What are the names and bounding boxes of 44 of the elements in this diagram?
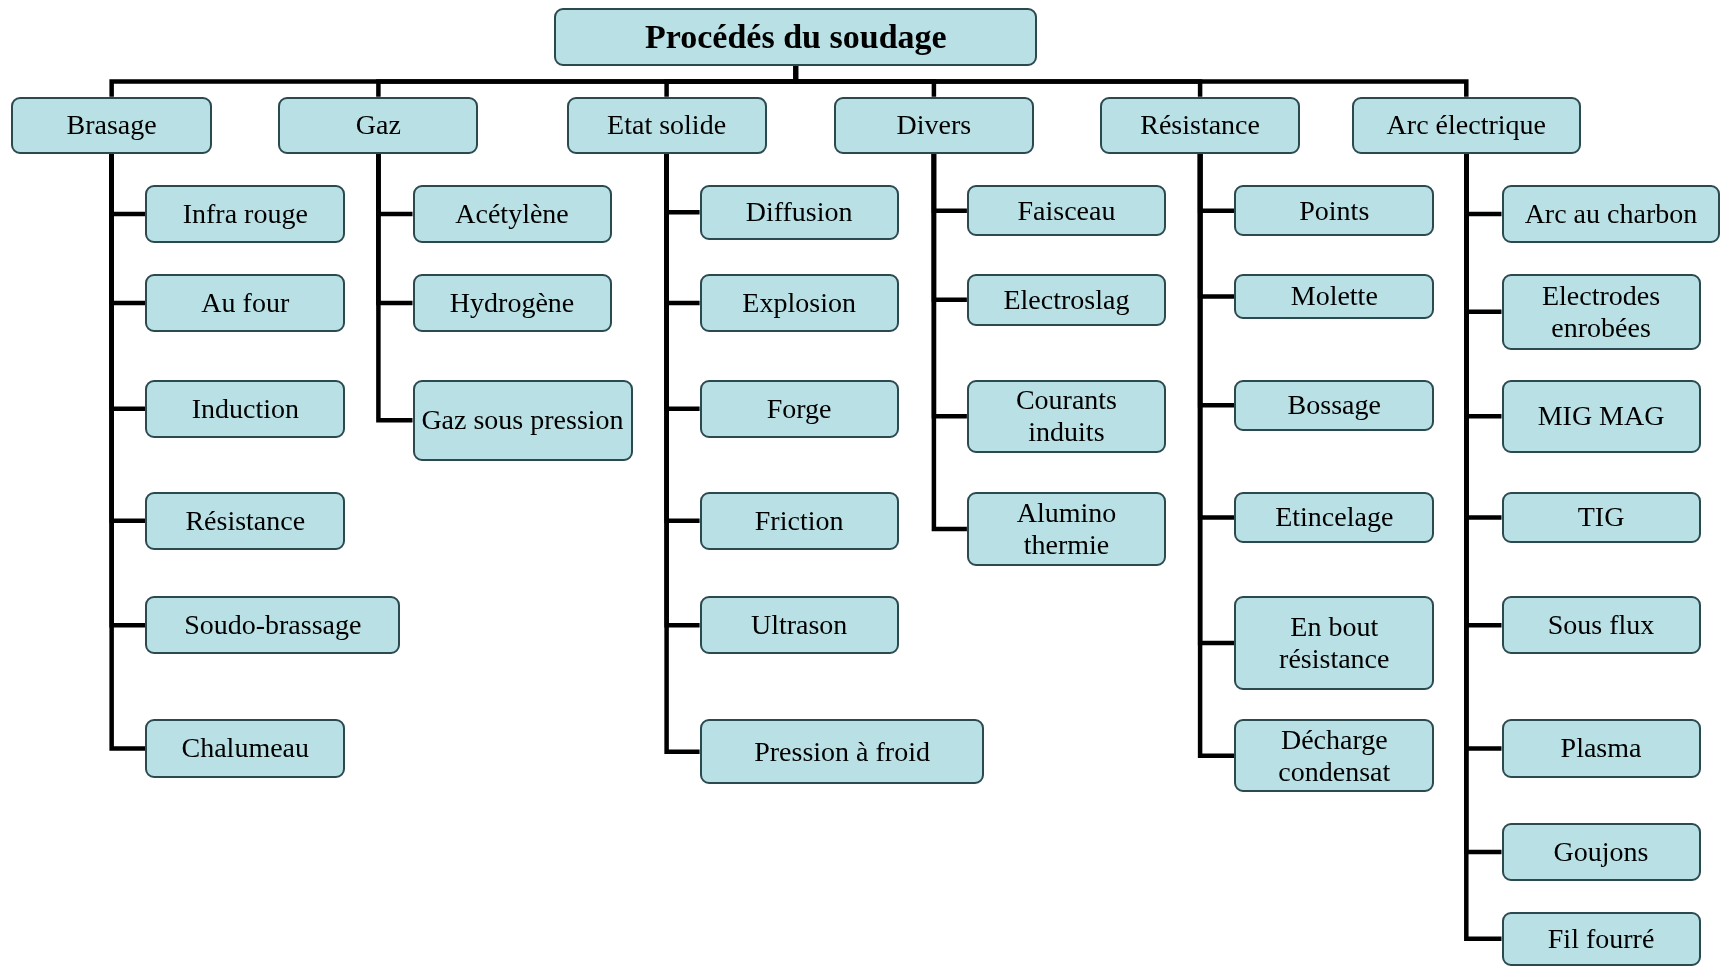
- process-box: Goujons: [1501, 822, 1701, 882]
- process-box: Ultrason: [699, 596, 899, 655]
- process-box: TIG: [1501, 491, 1701, 544]
- process-box: Bossage: [1234, 379, 1435, 432]
- process-box: Points: [1234, 184, 1435, 237]
- process-box: Faisceau: [966, 184, 1166, 237]
- process-box: Induction: [145, 379, 346, 438]
- process-box: Electrodes enrobées: [1501, 273, 1701, 350]
- process-box: Diffusion: [699, 184, 899, 240]
- process-box: Alumino thermie: [966, 491, 1166, 567]
- process-box: Gaz: [278, 96, 479, 154]
- process-box: Divers: [833, 96, 1034, 154]
- process-box: Etat solide: [566, 96, 767, 154]
- process-box: Arc au charbon: [1501, 184, 1721, 244]
- process-box: Acétylène: [412, 184, 612, 244]
- process-box: Pression à froid: [699, 719, 985, 785]
- connector-line: [931, 154, 967, 532]
- process-box: Courants induits: [966, 379, 1166, 454]
- process-box: Au four: [145, 273, 346, 333]
- process-box: Plasma: [1501, 719, 1701, 778]
- process-box: Soudo-brassage: [145, 596, 401, 655]
- process-box: Forge: [699, 379, 899, 438]
- process-box: Fil fourré: [1501, 911, 1701, 966]
- process-box: Résistance: [1100, 96, 1301, 154]
- process-box: Electroslag: [966, 273, 1166, 326]
- connector-line: [793, 66, 1469, 97]
- connector-line: [1197, 154, 1235, 758]
- process-box: Molette: [1234, 273, 1435, 319]
- process-box: Hydrogène: [412, 273, 612, 333]
- process-box: Explosion: [699, 273, 899, 333]
- process-box: Infra rouge: [145, 184, 346, 244]
- process-box: Décharge condensat: [1234, 719, 1435, 792]
- process-box: Chalumeau: [145, 719, 346, 778]
- process-box: Gaz sous pression: [412, 379, 633, 461]
- process-box: MIG MAG: [1501, 379, 1701, 454]
- process-box: Brasage: [11, 96, 213, 154]
- title-box: Procédés du soudage: [554, 7, 1038, 66]
- process-box: Résistance: [145, 491, 346, 550]
- process-box: En bout résistance: [1234, 596, 1435, 690]
- connector-line: [376, 154, 413, 423]
- process-box: Arc électrique: [1351, 96, 1581, 154]
- process-box: Friction: [699, 491, 899, 550]
- process-box: Etincelage: [1234, 491, 1435, 544]
- process-box: Sous flux: [1501, 596, 1701, 655]
